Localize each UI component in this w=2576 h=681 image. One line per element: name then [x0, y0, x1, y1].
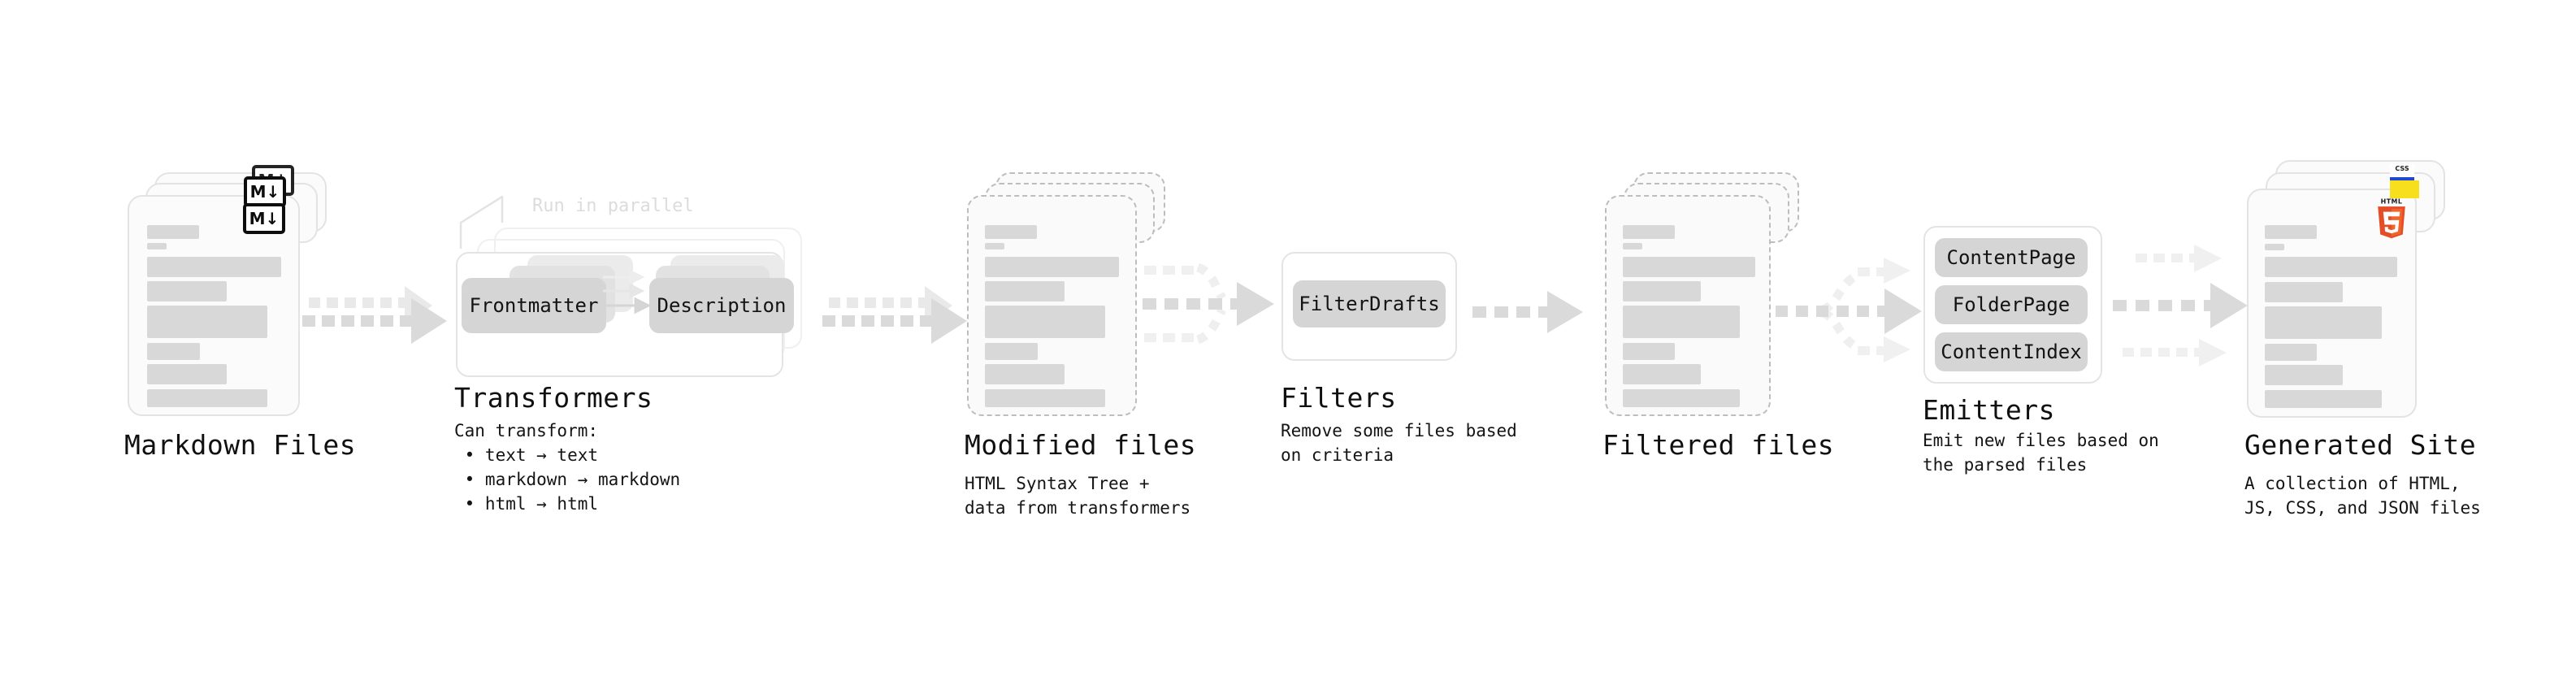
filter-node-label: FilterDrafts: [1299, 293, 1440, 315]
doc-line: [2265, 244, 2284, 250]
transformer-inner-arrows: [601, 269, 652, 314]
doc-line: [147, 281, 227, 301]
filters-title: Filters: [1281, 382, 1397, 414]
doc-line: [985, 343, 1038, 360]
doc-line: [1623, 257, 1755, 277]
filtered-card-front: [1605, 195, 1771, 416]
connector-transformers-to-modified: [822, 286, 967, 344]
emitters-subtitle: Emit new files based on the parsed files: [1923, 431, 2159, 475]
transformer-node-description[interactable]: Description: [649, 278, 794, 333]
doc-line: [985, 389, 1105, 407]
markdown-icon: M↓: [243, 203, 285, 234]
doc-line: [1623, 343, 1675, 360]
emitter-node-label: FolderPage: [1952, 293, 2071, 316]
doc-line: [147, 257, 281, 277]
doc-line: [985, 257, 1119, 277]
transformer-node-frontmatter[interactable]: Frontmatter: [462, 278, 606, 333]
doc-line: [2265, 225, 2317, 239]
emitter-node-label: ContentIndex: [1941, 340, 2082, 363]
doc-line: [1623, 243, 1642, 249]
doc-line: [1623, 306, 1740, 338]
doc-line: [2265, 365, 2343, 385]
emitter-node-folderpage[interactable]: FolderPage: [1935, 285, 2088, 324]
transformer-node-label: Description: [657, 294, 787, 317]
run-in-parallel-label: Run in parallel: [532, 196, 694, 216]
connector-modified-to-filters: [1143, 262, 1274, 345]
doc-line: [985, 364, 1065, 384]
markdown-card-front: [128, 195, 300, 416]
emitter-node-contentindex[interactable]: ContentIndex: [1935, 332, 2088, 371]
modified-card-front: [967, 195, 1137, 416]
doc-line: [2265, 390, 2382, 408]
doc-line: [147, 364, 227, 384]
doc-line: [2265, 306, 2382, 339]
emitters-title: Emitters: [1923, 394, 2055, 426]
connector-markdown-to-transformers: [302, 286, 447, 344]
generated-site-title: Generated Site: [2244, 429, 2477, 461]
filter-node-filterdrafts[interactable]: FilterDrafts: [1293, 280, 1446, 327]
run-in-parallel-bracket: [459, 195, 504, 249]
doc-line: [1623, 281, 1701, 301]
doc-line: [2265, 344, 2317, 361]
doc-line: [147, 343, 200, 360]
connector-filtered-to-emitters: [1776, 258, 1922, 362]
connector-emitters-to-site: [2113, 245, 2248, 367]
generated-site-subtitle: A collection of HTML, JS, CSS, and JSON …: [2244, 474, 2481, 518]
doc-line: [1623, 364, 1701, 384]
connector-filters-to-filtered: [1472, 291, 1583, 333]
doc-line: [1623, 389, 1740, 407]
svg-text:HTML: HTML: [2381, 197, 2403, 205]
doc-line: [147, 306, 267, 338]
doc-line: [985, 281, 1065, 301]
doc-line: [985, 243, 1004, 249]
doc-line: [147, 389, 267, 407]
emitter-node-contentpage[interactable]: ContentPage: [1935, 238, 2088, 277]
modified-files-subtitle: HTML Syntax Tree + data from transformer…: [965, 474, 1191, 518]
doc-line: [2265, 282, 2343, 302]
doc-line: [985, 306, 1105, 338]
css3-icon: CSS: [2390, 164, 2414, 180]
emitter-node-label: ContentPage: [1946, 246, 2076, 269]
transformer-node-label: Frontmatter: [469, 294, 599, 317]
doc-line: [2265, 257, 2397, 277]
transformers-subtitle: Can transform: • text → text • markdown …: [454, 421, 681, 514]
markdown-files-title: Markdown Files: [124, 429, 357, 461]
doc-line: [147, 225, 199, 239]
doc-line: [985, 225, 1037, 239]
filtered-files-title: Filtered files: [1602, 429, 1835, 461]
doc-line: [147, 243, 167, 249]
html5-icon: HTML: [2378, 197, 2405, 239]
filters-subtitle: Remove some files based on criteria: [1281, 421, 1517, 465]
javascript-icon: [2390, 180, 2419, 198]
transformers-title: Transformers: [454, 382, 653, 414]
doc-line: [1623, 225, 1675, 239]
modified-files-title: Modified files: [965, 429, 1197, 461]
